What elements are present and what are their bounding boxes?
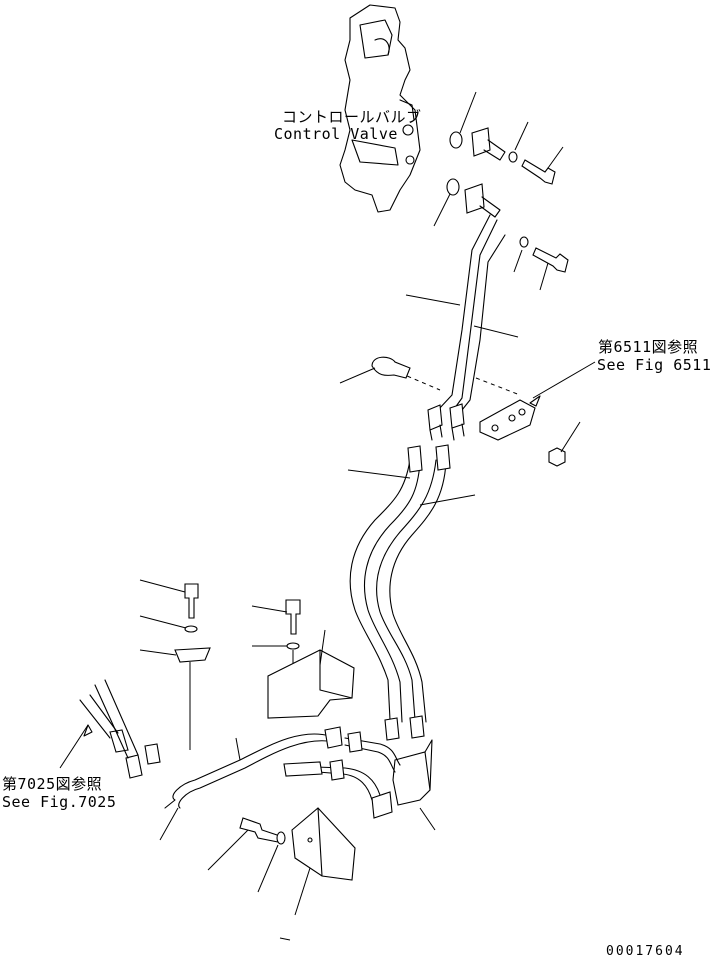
bracket-plate: [479, 399, 536, 441]
bolt-left-1: [184, 583, 199, 619]
fitting-b: [449, 403, 465, 429]
steel-tubes: [437, 214, 506, 413]
control-valve-label-en: Control Valve: [274, 125, 398, 143]
ref-6511-label-en: See Fig 6511: [597, 356, 712, 374]
cover-plate: [267, 649, 355, 719]
control-valve: [339, 4, 421, 213]
o-ring-upper: [449, 131, 463, 149]
washer-1: [508, 151, 518, 163]
lower-tubes: [164, 733, 401, 809]
u-clamp: [371, 356, 411, 379]
o-ring-lower: [446, 178, 460, 196]
bolt-2: [532, 247, 569, 273]
ref-7025-label-jp: 第7025図参照: [2, 775, 103, 793]
washer-lower: [276, 831, 286, 845]
flange-lower: [464, 183, 501, 218]
clip-left: [174, 647, 211, 663]
control-valve-label-jp: コントロールバルブ: [282, 108, 422, 126]
nut: [548, 447, 566, 467]
ref-7025-label-en: See Fig.7025: [2, 793, 117, 811]
bolt-lower: [239, 817, 281, 843]
washer-center: [286, 642, 300, 650]
block-fitting: [392, 751, 431, 806]
washer-left-1: [184, 625, 198, 633]
fitting-a: [427, 404, 443, 431]
hoses: [349, 459, 447, 723]
bolt-1: [521, 159, 556, 185]
drawing-number: 00017604: [606, 944, 685, 959]
ref-6511-label-jp: 第6511図参照: [598, 338, 699, 356]
flange-upper: [471, 127, 506, 161]
washer-2: [519, 236, 529, 248]
bolt-center: [285, 599, 301, 635]
lower-bracket: [291, 807, 356, 881]
